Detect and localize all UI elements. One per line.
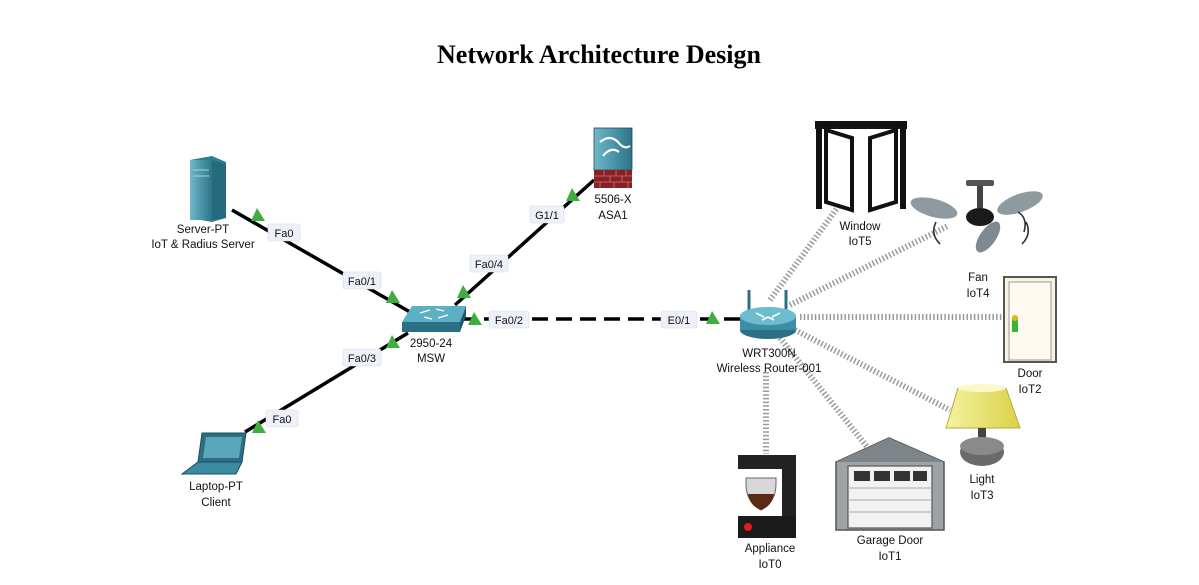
port-label-switch-fa0-4: Fa0/4: [469, 254, 509, 273]
svg-text:Fa0/2: Fa0/2: [495, 315, 523, 327]
port-label-switch-fa0-1: Fa0/1: [342, 271, 382, 290]
page-title: Network Architecture Design: [437, 40, 762, 69]
garage-label: Garage Door: [857, 535, 924, 547]
link-up-icon: [386, 335, 400, 348]
link-up-icon: [457, 285, 471, 298]
link-up-icon: [566, 188, 580, 201]
server-label: Server-PT: [177, 224, 229, 236]
switch-device[interactable]: 2950-24 MSW: [402, 306, 466, 365]
light-device[interactable]: Light IoT3: [945, 384, 1021, 502]
laptop-sublabel: Client: [201, 497, 231, 509]
switch-label: 2950-24: [410, 338, 453, 350]
svg-text:G1/1: G1/1: [535, 210, 559, 222]
ceiling-fan-icon: [910, 180, 1043, 253]
wireless-router-icon: [740, 290, 796, 339]
light-label: Light: [970, 474, 996, 486]
garage-sublabel: IoT1: [878, 551, 901, 563]
server-device[interactable]: Server-PT IoT & Radius Server: [151, 156, 255, 251]
wireless-link-light[interactable]: [793, 327, 952, 413]
link-up-icon: [252, 420, 266, 433]
link-up-icon: [468, 312, 482, 325]
door-device[interactable]: Door IoT2: [1003, 276, 1057, 396]
link-up-icon: [706, 311, 720, 324]
svg-text:Fa0/1: Fa0/1: [348, 276, 376, 288]
svg-text:Fa0: Fa0: [273, 414, 292, 426]
router-device[interactable]: WRT300N Wireless Router-001: [717, 290, 822, 375]
window-icon: [815, 121, 907, 213]
asa-label: 5506-X: [594, 194, 631, 206]
link-status-indicators: [251, 188, 720, 433]
server-icon: [190, 156, 226, 222]
wireless-link-window[interactable]: [767, 205, 841, 302]
svg-text:E0/1: E0/1: [668, 315, 691, 327]
light-sublabel: IoT3: [970, 490, 993, 502]
laptop-device[interactable]: Laptop-PT Client: [180, 432, 247, 509]
wireless-links: [763, 205, 1002, 454]
wired-links: [231, 178, 740, 434]
router-sublabel: Wireless Router-001: [717, 363, 822, 375]
appliance-label: Appliance: [745, 543, 796, 555]
door-label: Door: [1018, 368, 1043, 380]
link-server-switch[interactable]: [231, 208, 411, 314]
port-label-switch-fa0-3: Fa0/3: [342, 348, 382, 367]
switch-sublabel: MSW: [417, 353, 445, 365]
wireless-link-garage[interactable]: [777, 336, 871, 450]
asa-sublabel: ASA1: [598, 210, 627, 222]
garage-door-icon: [835, 437, 945, 531]
appliance-sublabel: IoT0: [758, 559, 781, 571]
svg-text:Fa0/3: Fa0/3: [348, 353, 376, 365]
fan-label: Fan: [968, 272, 988, 284]
port-label-router-e0-1: E0/1: [660, 310, 698, 329]
firewall-icon: [593, 127, 633, 188]
appliance-device[interactable]: Appliance IoT0: [738, 455, 796, 571]
port-label-server-fa0: Fa0: [267, 223, 301, 242]
port-label-switch-fa0-2: Fa0/2: [488, 310, 530, 329]
window-sublabel: IoT5: [848, 236, 871, 248]
fan-sublabel: IoT4: [966, 288, 990, 300]
window-label: Window: [840, 221, 882, 233]
door-sublabel: IoT2: [1018, 384, 1041, 396]
fan-device[interactable]: Fan IoT4: [908, 180, 1045, 300]
garage-device[interactable]: Garage Door IoT1: [835, 437, 945, 563]
switch-icon: [402, 306, 466, 332]
svg-text:Fa0: Fa0: [275, 228, 294, 240]
door-icon: [1003, 276, 1057, 363]
coffee-maker-icon: [738, 455, 796, 538]
port-label-laptop-fa0: Fa0: [265, 409, 299, 428]
server-sublabel: IoT & Radius Server: [151, 239, 255, 251]
asa-device[interactable]: 5506-X ASA1: [593, 127, 633, 222]
link-up-icon: [251, 208, 265, 221]
lamp-icon: [945, 384, 1021, 466]
port-labels: Fa0 Fa0/1 Fa0/3 Fa0 Fa0/4 G1/1 Fa0/2 E0: [265, 205, 698, 428]
laptop-icon: [180, 432, 247, 475]
svg-text:Fa0/4: Fa0/4: [475, 259, 503, 271]
window-device[interactable]: Window IoT5: [815, 121, 907, 248]
link-up-icon: [386, 290, 400, 303]
router-label: WRT300N: [742, 348, 795, 360]
laptop-label: Laptop-PT: [189, 481, 243, 493]
port-label-asa-g1-1: G1/1: [529, 205, 565, 224]
